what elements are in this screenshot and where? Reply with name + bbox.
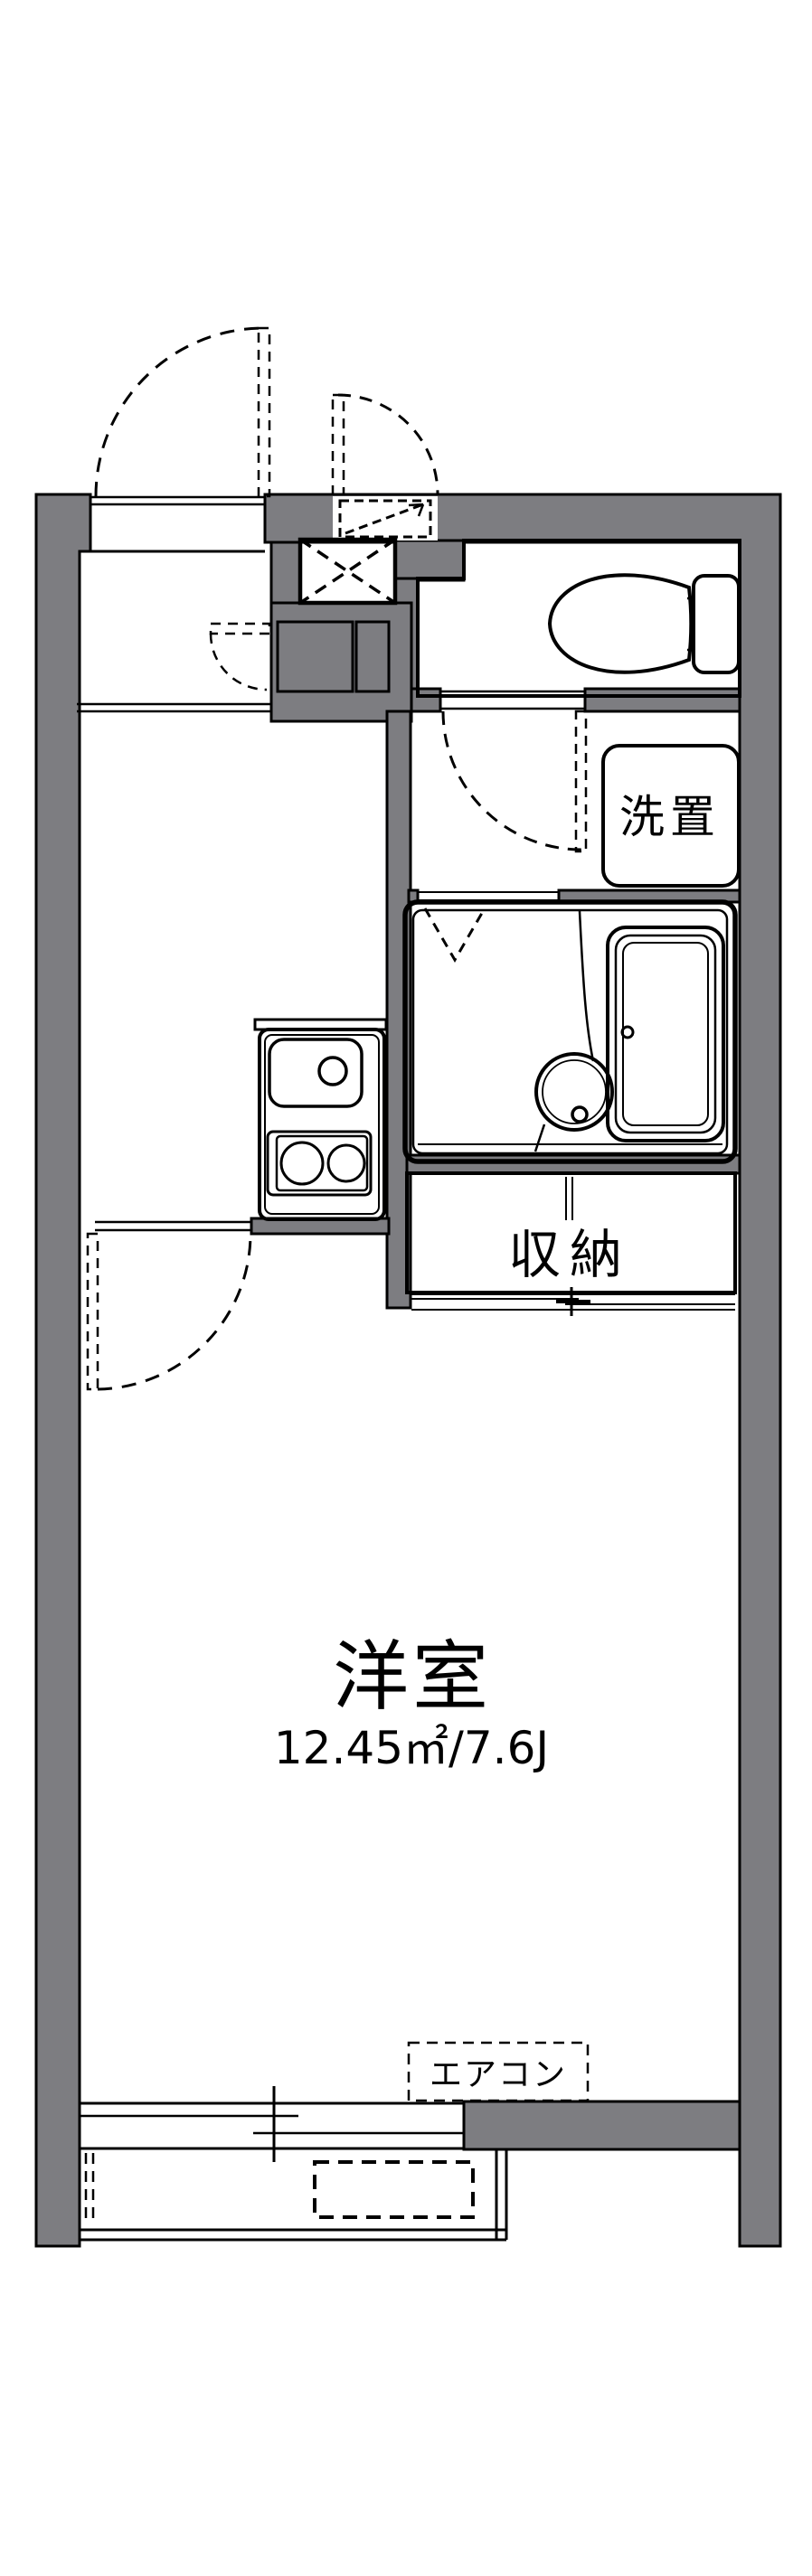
balcony-right-edge bbox=[495, 2149, 508, 2240]
bottom-right-wall bbox=[462, 2100, 741, 2151]
stove-outer bbox=[266, 1130, 373, 1197]
toilet-door-arc-icon bbox=[441, 710, 582, 851]
wash-basin-drain bbox=[571, 1105, 589, 1123]
stove-burner-right bbox=[326, 1143, 366, 1183]
washer-space-box bbox=[601, 744, 741, 888]
bath-unit-inner bbox=[411, 908, 729, 1155]
balcony-railing bbox=[80, 2228, 506, 2242]
kitchen-sink bbox=[268, 1038, 364, 1108]
closet-sliding-doors bbox=[411, 1293, 735, 1311]
sliding-window-icon bbox=[80, 2101, 464, 2150]
left-wall bbox=[34, 493, 92, 2248]
kitchen-unit-inner-line bbox=[264, 1034, 380, 1215]
closet: 収納 bbox=[405, 1171, 737, 1316]
closet-divider bbox=[565, 1177, 573, 1220]
main-room-name: 洋室 bbox=[333, 1632, 492, 1721]
bathroom bbox=[402, 899, 738, 1164]
toilet-threshold bbox=[440, 690, 585, 710]
toilet-bowl bbox=[547, 573, 694, 674]
kitchen bbox=[86, 1018, 388, 1391]
balcony-hatch bbox=[313, 2160, 475, 2219]
toilet-tank bbox=[692, 574, 741, 674]
wall-vent-dashed-frame bbox=[338, 499, 432, 539]
cabinet-door-arc-icon bbox=[209, 633, 268, 691]
bath-counter-divider bbox=[533, 910, 595, 1152]
sliding-window-tracks bbox=[80, 2114, 464, 2135]
aircon-box bbox=[407, 2041, 590, 2102]
closet-label: 収納 bbox=[508, 1224, 631, 1285]
kitchen-door-leaf-icon bbox=[86, 1232, 99, 1391]
shoe-cabinet bbox=[354, 620, 391, 693]
toilet-notch-wall bbox=[393, 539, 466, 582]
main-room: 洋室 12.45㎡/7.6J エアコン bbox=[274, 1632, 590, 2102]
bath-entry-threshold bbox=[417, 891, 559, 901]
toilet-room bbox=[416, 539, 741, 853]
washer-space-label: 洗置 bbox=[619, 791, 721, 843]
stove-inner bbox=[275, 1134, 369, 1192]
toilet-door-wall-left bbox=[410, 687, 442, 713]
bath-unit-outer bbox=[402, 899, 738, 1164]
bath-folding-door-icon bbox=[423, 907, 486, 963]
bathtub-basin bbox=[622, 942, 709, 1126]
meter-box-door-arc-icon bbox=[337, 393, 439, 495]
closet-top-wall bbox=[405, 1153, 741, 1175]
washroom: 洗置 bbox=[417, 744, 741, 901]
entrance bbox=[77, 326, 439, 713]
toilet-door-leaf-icon bbox=[574, 710, 588, 853]
top-and-right-wall bbox=[263, 493, 782, 2248]
entrance-threshold bbox=[90, 495, 265, 506]
bathtub-outer bbox=[606, 926, 725, 1142]
pipe-shaft-cross bbox=[299, 538, 396, 605]
stove-burner-left bbox=[279, 1141, 325, 1186]
kitchen-room-threshold bbox=[95, 1220, 251, 1232]
toilet-door-wall-right bbox=[583, 687, 741, 713]
balcony-left-edge bbox=[84, 2153, 95, 2225]
wash-basin bbox=[534, 1052, 614, 1132]
entrance-door-arc-icon bbox=[94, 326, 265, 497]
cabinet-door-leaf-icon bbox=[209, 622, 271, 635]
genkan-step bbox=[276, 620, 354, 693]
walls bbox=[34, 493, 782, 2248]
entrance-door-leaf-icon bbox=[257, 326, 271, 498]
main-room-area: 12.45㎡/7.6J bbox=[274, 1722, 549, 1774]
toilet-floor bbox=[416, 539, 741, 698]
aircon-label: エアコン bbox=[430, 2056, 567, 2093]
kitchen-faucet bbox=[317, 1056, 348, 1086]
toilet-bowl-tank-links bbox=[687, 597, 694, 652]
bathtub-mid bbox=[614, 934, 717, 1134]
pipe-shaft-box bbox=[297, 537, 398, 606]
balcony-and-window bbox=[80, 2086, 508, 2242]
hall-kitchen-threshold bbox=[77, 702, 271, 713]
meter-box-door-leaf-icon bbox=[331, 393, 345, 496]
kitchen-unit-body bbox=[258, 1028, 386, 1221]
wall-vent-box bbox=[333, 496, 438, 541]
kitchen-door-arc-icon bbox=[97, 1233, 252, 1391]
wall-vent-arrow-head bbox=[408, 503, 425, 517]
wash-basin-inner-ring bbox=[542, 1059, 607, 1124]
meter-box bbox=[297, 496, 438, 606]
bathtub-drain bbox=[620, 1025, 635, 1039]
